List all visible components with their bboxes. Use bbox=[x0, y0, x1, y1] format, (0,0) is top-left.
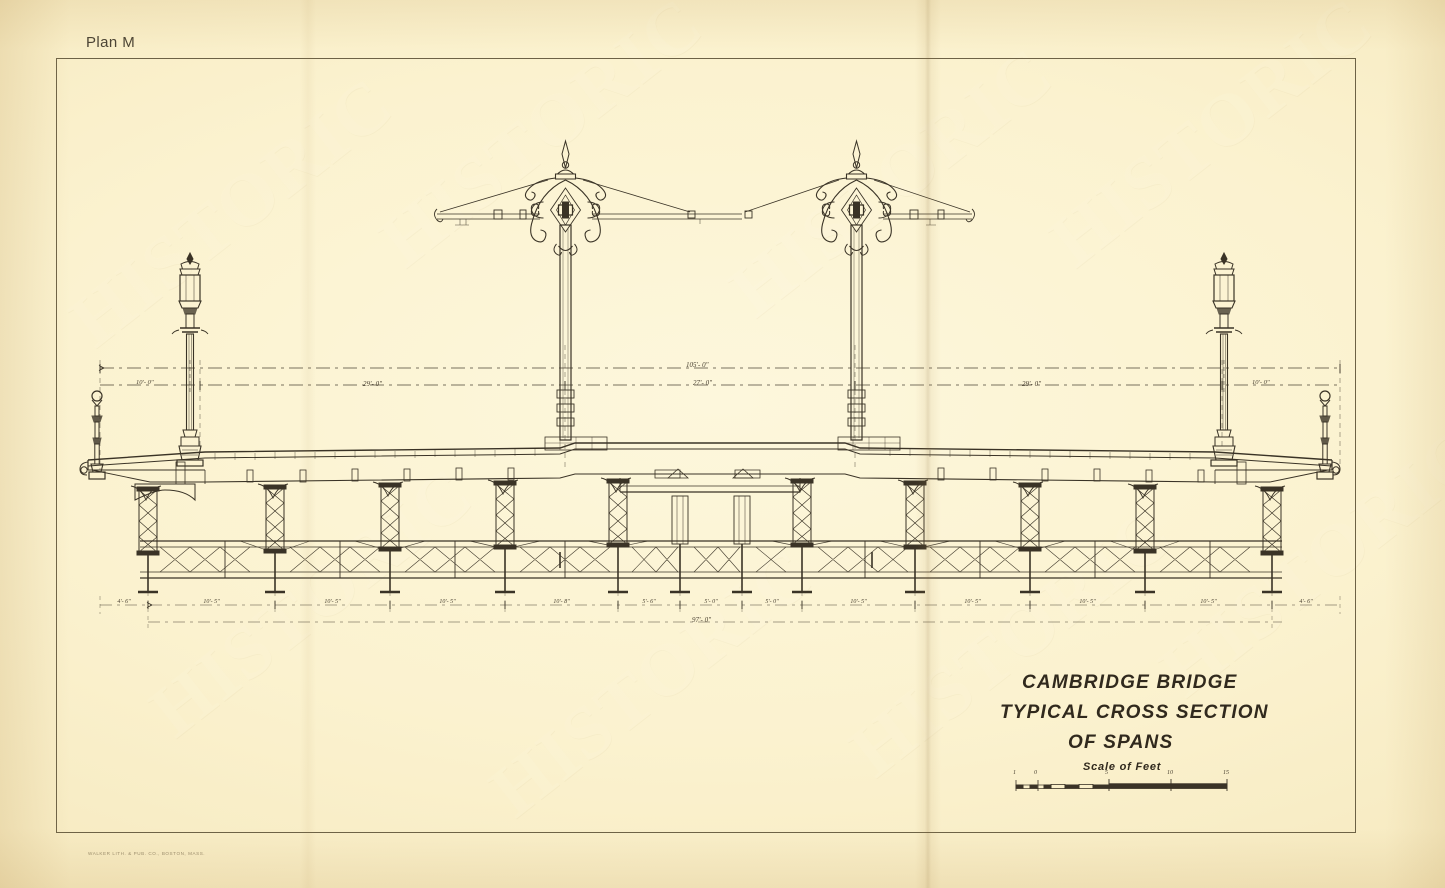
dim-lower-bay: 10'- 5" bbox=[203, 599, 220, 605]
printer-credit: WALKER LITH. & PUB. CO., BOSTON, MASS. bbox=[88, 851, 206, 856]
dim-lower-overall: 97'- 0" bbox=[692, 616, 712, 624]
plan-label: Plan M bbox=[86, 34, 136, 51]
dim-lower-bay: 10'- 5" bbox=[1079, 599, 1096, 605]
dim-lower-bay: 10'- 5" bbox=[964, 599, 981, 605]
dim-lower-bay: 4'- 6" bbox=[117, 599, 131, 605]
dim-lower-bay: 10'- 5" bbox=[439, 599, 456, 605]
dim-upper-right-sidewalk: 10'- 0" bbox=[1252, 379, 1270, 386]
scale-tick-label: 15 bbox=[1223, 770, 1229, 776]
scale-tick-label: 5 bbox=[1105, 770, 1108, 776]
scale-tick-label: 0 bbox=[1034, 770, 1037, 776]
title-line-1: CAMBRIDGE BRIDGE bbox=[1022, 672, 1238, 693]
scale-bar bbox=[1015, 779, 1228, 791]
dim-lower-bay: 5'- 0" bbox=[704, 599, 718, 605]
dim-upper-left-sidewalk: 10'- 0" bbox=[136, 379, 154, 386]
title-line-2: TYPICAL CROSS SECTION bbox=[1000, 702, 1269, 723]
dim-lower-bay: 10'- 5" bbox=[324, 599, 341, 605]
dim-upper-right-roadway: 29'- 0" bbox=[1022, 380, 1042, 388]
dim-upper-left-roadway: 29'- 0" bbox=[363, 380, 383, 388]
dim-lower-bay: 10'- 8" bbox=[553, 599, 570, 605]
scale-caption: Scale of Feet bbox=[1083, 761, 1162, 773]
border-frame bbox=[56, 58, 1356, 833]
dim-lower-bay: 4'- 6" bbox=[1299, 599, 1313, 605]
dim-lower-bay: 5'- 0" bbox=[765, 599, 779, 605]
dim-lower-bay: 10'- 5" bbox=[1200, 599, 1217, 605]
scale-tick-label: 1 bbox=[1013, 770, 1016, 776]
dim-lower-bay: 10'- 5" bbox=[850, 599, 867, 605]
title-line-3: OF SPANS bbox=[1068, 732, 1174, 753]
dim-upper-overall: 105'- 0" bbox=[686, 361, 709, 369]
dim-upper-center-roadway: 27'- 0" bbox=[693, 379, 713, 387]
scale-tick-label: 10 bbox=[1167, 770, 1173, 776]
dim-lower-bay: 5'- 6" bbox=[642, 599, 656, 605]
